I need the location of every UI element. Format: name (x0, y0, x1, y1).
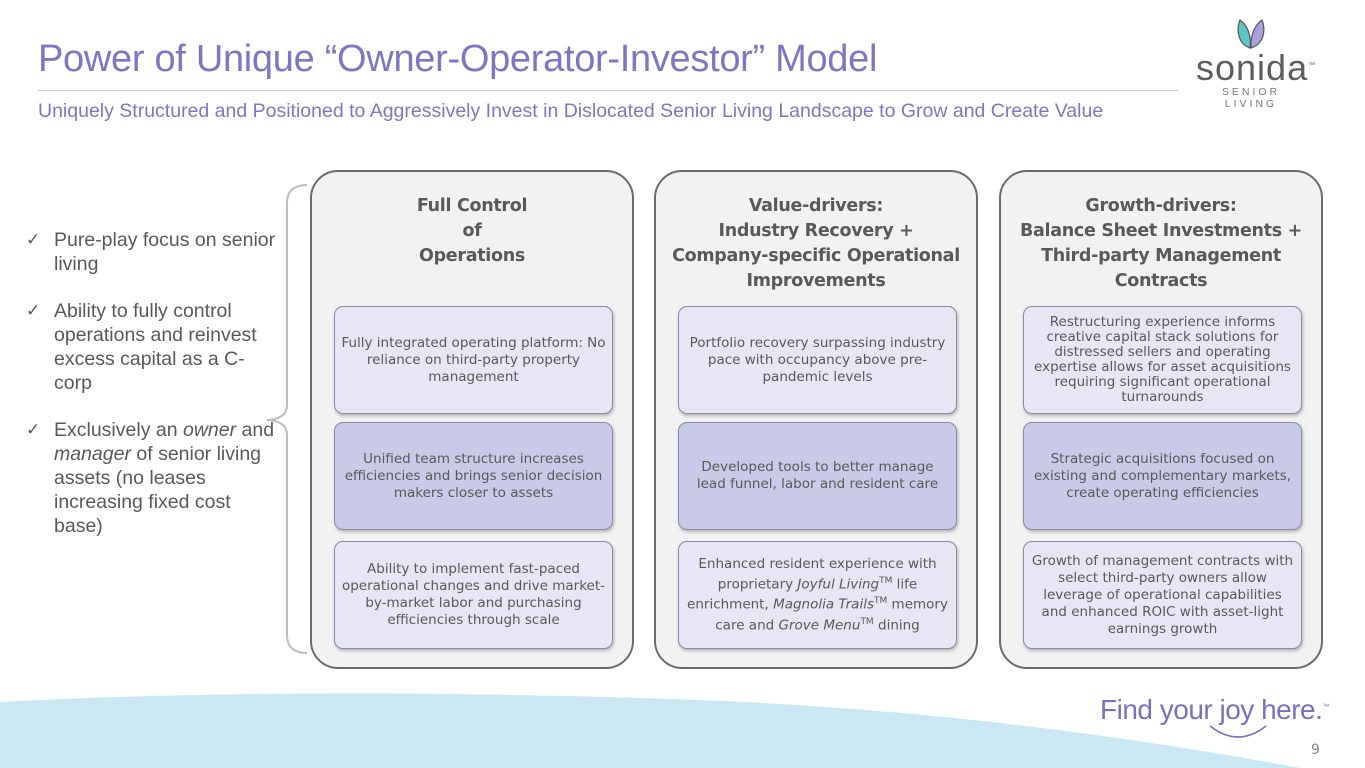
feature-box: Portfolio recovery surpassing industry p… (678, 306, 957, 414)
bullet-text: Pure-play focus on senior living (54, 229, 276, 275)
tagline: Find your joy here.™ (1100, 694, 1329, 738)
feature-box: Ability to implement fast-paced operatio… (334, 541, 613, 649)
column-growth-drivers: Growth-drivers:Balance Sheet Investments… (999, 170, 1323, 669)
checkmark-icon: ✓ (26, 301, 41, 320)
bullet-text: manager (54, 443, 131, 465)
checkmark-icon: ✓ (26, 420, 41, 439)
bullet-text: Ability to fully control operations and … (54, 300, 257, 394)
sonida-logo: sonida™ SENIOR LIVING (1196, 16, 1315, 110)
checkmark-icon: ✓ (26, 230, 41, 249)
logo-tm: ™ (1308, 62, 1317, 69)
leaf-icon (1237, 19, 1265, 49)
bullet-item: ✓ Pure-play focus on senior living (26, 228, 276, 276)
bullet-item: ✓ Exclusively an owner and manager of sen… (26, 418, 276, 538)
bullet-item: ✓ Ability to fully control operations and… (26, 299, 276, 395)
column-heading: Growth-drivers:Balance Sheet Investments… (1019, 196, 1303, 291)
logo-wordmark: sonida (1196, 47, 1309, 88)
feature-box: Enhanced resident experience with propri… (678, 541, 957, 649)
page-subtitle: Uniquely Structured and Positioned to Ag… (38, 100, 1104, 122)
bracket-divider (266, 184, 308, 654)
smile-icon (1209, 725, 1267, 738)
feature-box: Strategic acquisitions focused on existi… (1023, 422, 1302, 530)
page-title: Power of Unique “Owner-Operator-Investor… (38, 38, 878, 80)
feature-box: Restructuring experience informs creativ… (1023, 306, 1302, 414)
bullet-text: and (236, 419, 275, 441)
page-number: 9 (1311, 742, 1320, 758)
feature-box: Developed tools to better manage lead fu… (678, 422, 957, 530)
feature-box: Fully integrated operating platform: No … (334, 306, 613, 414)
feature-box: Growth of management contracts with sele… (1023, 541, 1302, 649)
key-points: ✓ Pure-play focus on senior living ✓ Abili… (26, 228, 276, 561)
feature-box: Unified team structure increases efficie… (334, 422, 613, 530)
decorative-swoosh (0, 693, 1300, 768)
bullet-text: Exclusively an (54, 419, 183, 441)
bullet-text: owner (182, 419, 237, 441)
column-value-drivers: Value-drivers:Industry Recovery +Company… (654, 170, 978, 669)
column-heading: Value-drivers:Industry Recovery +Company… (672, 196, 960, 291)
logo-subtext: SENIOR LIVING (1221, 86, 1281, 110)
title-divider (38, 90, 1178, 91)
bullet-text: of senior living assets (no leases incre… (54, 443, 262, 537)
